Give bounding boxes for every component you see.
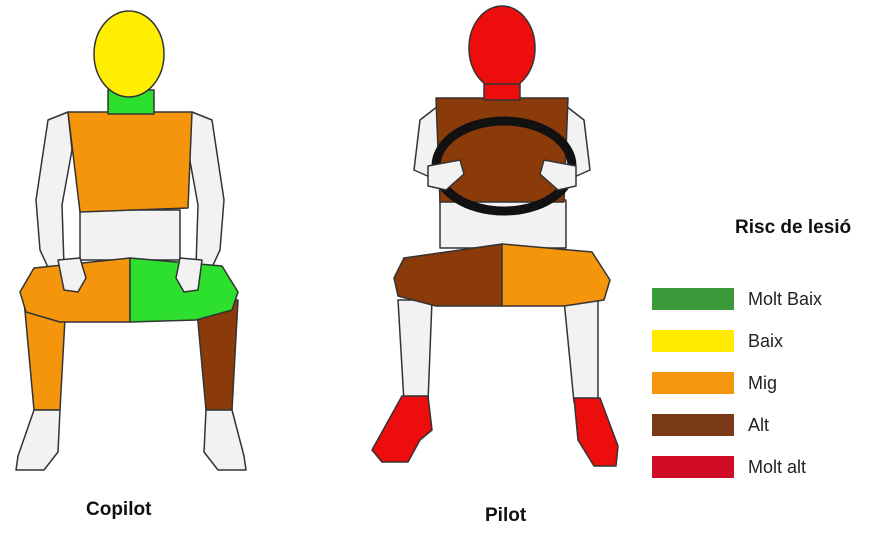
legend-label: Molt alt <box>748 457 806 478</box>
copilot-figure <box>16 11 246 470</box>
legend-item-molt-baix: Molt Baix <box>652 286 822 312</box>
copilot-right-arm <box>188 112 224 276</box>
legend-swatch <box>652 414 734 436</box>
copilot-left-foot <box>16 410 60 470</box>
copilot-chest <box>68 112 192 212</box>
legend-item-alt: Alt <box>652 412 769 438</box>
copilot-left-arm <box>36 112 72 276</box>
legend-item-molt-alt: Molt alt <box>652 454 806 480</box>
pilot-left-thigh <box>394 244 502 306</box>
legend-title: Risc de lesió <box>735 217 851 239</box>
legend-label: Baix <box>748 331 783 352</box>
pilot-figure <box>372 6 618 466</box>
pilot-caption: Pilot <box>485 505 526 527</box>
legend-swatch <box>652 456 734 478</box>
legend-swatch <box>652 288 734 310</box>
pilot-right-shin <box>564 300 598 402</box>
copilot-waist <box>80 210 180 260</box>
legend-item-baix: Baix <box>652 328 783 354</box>
pilot-neck <box>484 84 520 100</box>
copilot-right-foot <box>204 410 246 470</box>
legend-label: Alt <box>748 415 769 436</box>
copilot-head <box>94 11 164 97</box>
legend-label: Mig <box>748 373 777 394</box>
copilot-caption: Copilot <box>86 499 151 521</box>
pilot-right-thigh <box>502 244 610 306</box>
pilot-left-shin <box>398 300 432 402</box>
pilot-head <box>469 6 535 90</box>
pilot-left-foot <box>372 396 432 462</box>
legend-item-mig: Mig <box>652 370 777 396</box>
legend-swatch <box>652 372 734 394</box>
pilot-chest <box>436 98 568 202</box>
legend-swatch <box>652 330 734 352</box>
pilot-right-foot <box>574 398 618 466</box>
legend-label: Molt Baix <box>748 289 822 310</box>
